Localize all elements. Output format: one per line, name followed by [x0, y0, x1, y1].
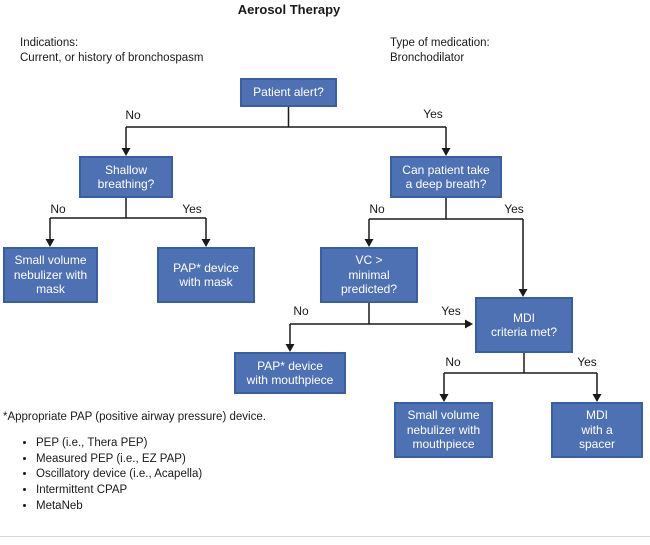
- medication-label: Type of medication:: [390, 37, 490, 49]
- bottom-divider: [0, 536, 650, 537]
- medication-value: Bronchodilator: [390, 52, 465, 64]
- pap-footnote: *Appropriate PAP (positive airway pressu…: [3, 411, 266, 423]
- node-shallow-breathing: Shallow breathing?: [79, 156, 173, 198]
- node-can-take-deep-breath: Can patient take a deep breath?: [390, 156, 502, 198]
- list-item: MetaNeb: [36, 499, 202, 515]
- edge-label-deep-no: No: [369, 202, 385, 216]
- edge-label-mdi-yes: Yes: [577, 355, 597, 369]
- indications-value: Current, or history of bronchospasm: [20, 52, 204, 64]
- edge-label-mdi-no: No: [445, 355, 461, 369]
- edge-label-shallow-yes: Yes: [182, 202, 202, 216]
- edge-label-vc-no: No: [293, 304, 309, 318]
- node-mdi-with-spacer: MDI with a spacer: [551, 402, 643, 458]
- node-svn-with-mouthpiece: Small volume nebulizer with mouthpiece: [394, 402, 493, 458]
- pap-device-list: PEP (i.e., Thera PEP) Measured PEP (i.e.…: [22, 436, 202, 515]
- node-mdi-criteria-met: MDI criteria met?: [475, 297, 573, 353]
- connector-lines: [49, 107, 598, 395]
- edge-label-patient-alert-yes: Yes: [423, 107, 443, 121]
- arrowheads: [45, 148, 602, 402]
- node-patient-alert: Patient alert?: [240, 78, 337, 107]
- indications-label: Indications:: [20, 37, 79, 49]
- edge-label-vc-yes: Yes: [441, 304, 461, 318]
- page-title: Aerosol Therapy: [237, 2, 341, 17]
- edge-label-deep-yes: Yes: [504, 202, 524, 216]
- node-vc-minimal-predicted: VC > minimal predicted?: [320, 247, 418, 303]
- edge-label-patient-alert-no: No: [125, 108, 141, 122]
- list-item: Intermittent CPAP: [36, 483, 202, 499]
- list-item: Oscillatory device (i.e., Acapella): [36, 467, 202, 483]
- list-item: PEP (i.e., Thera PEP): [36, 436, 202, 452]
- indications-note: Indications: Current, or history of bron…: [20, 36, 203, 66]
- list-item: Measured PEP (i.e., EZ PAP): [36, 452, 202, 468]
- node-svn-with-mask: Small volume nebulizer with mask: [3, 247, 98, 303]
- node-pap-device-with-mask: PAP* device with mask: [157, 247, 255, 303]
- node-pap-device-with-mouthpiece: PAP* device with mouthpiece: [234, 352, 346, 394]
- edge-label-shallow-no: No: [50, 202, 66, 216]
- medication-note: Type of medication: Bronchodilator: [390, 36, 490, 66]
